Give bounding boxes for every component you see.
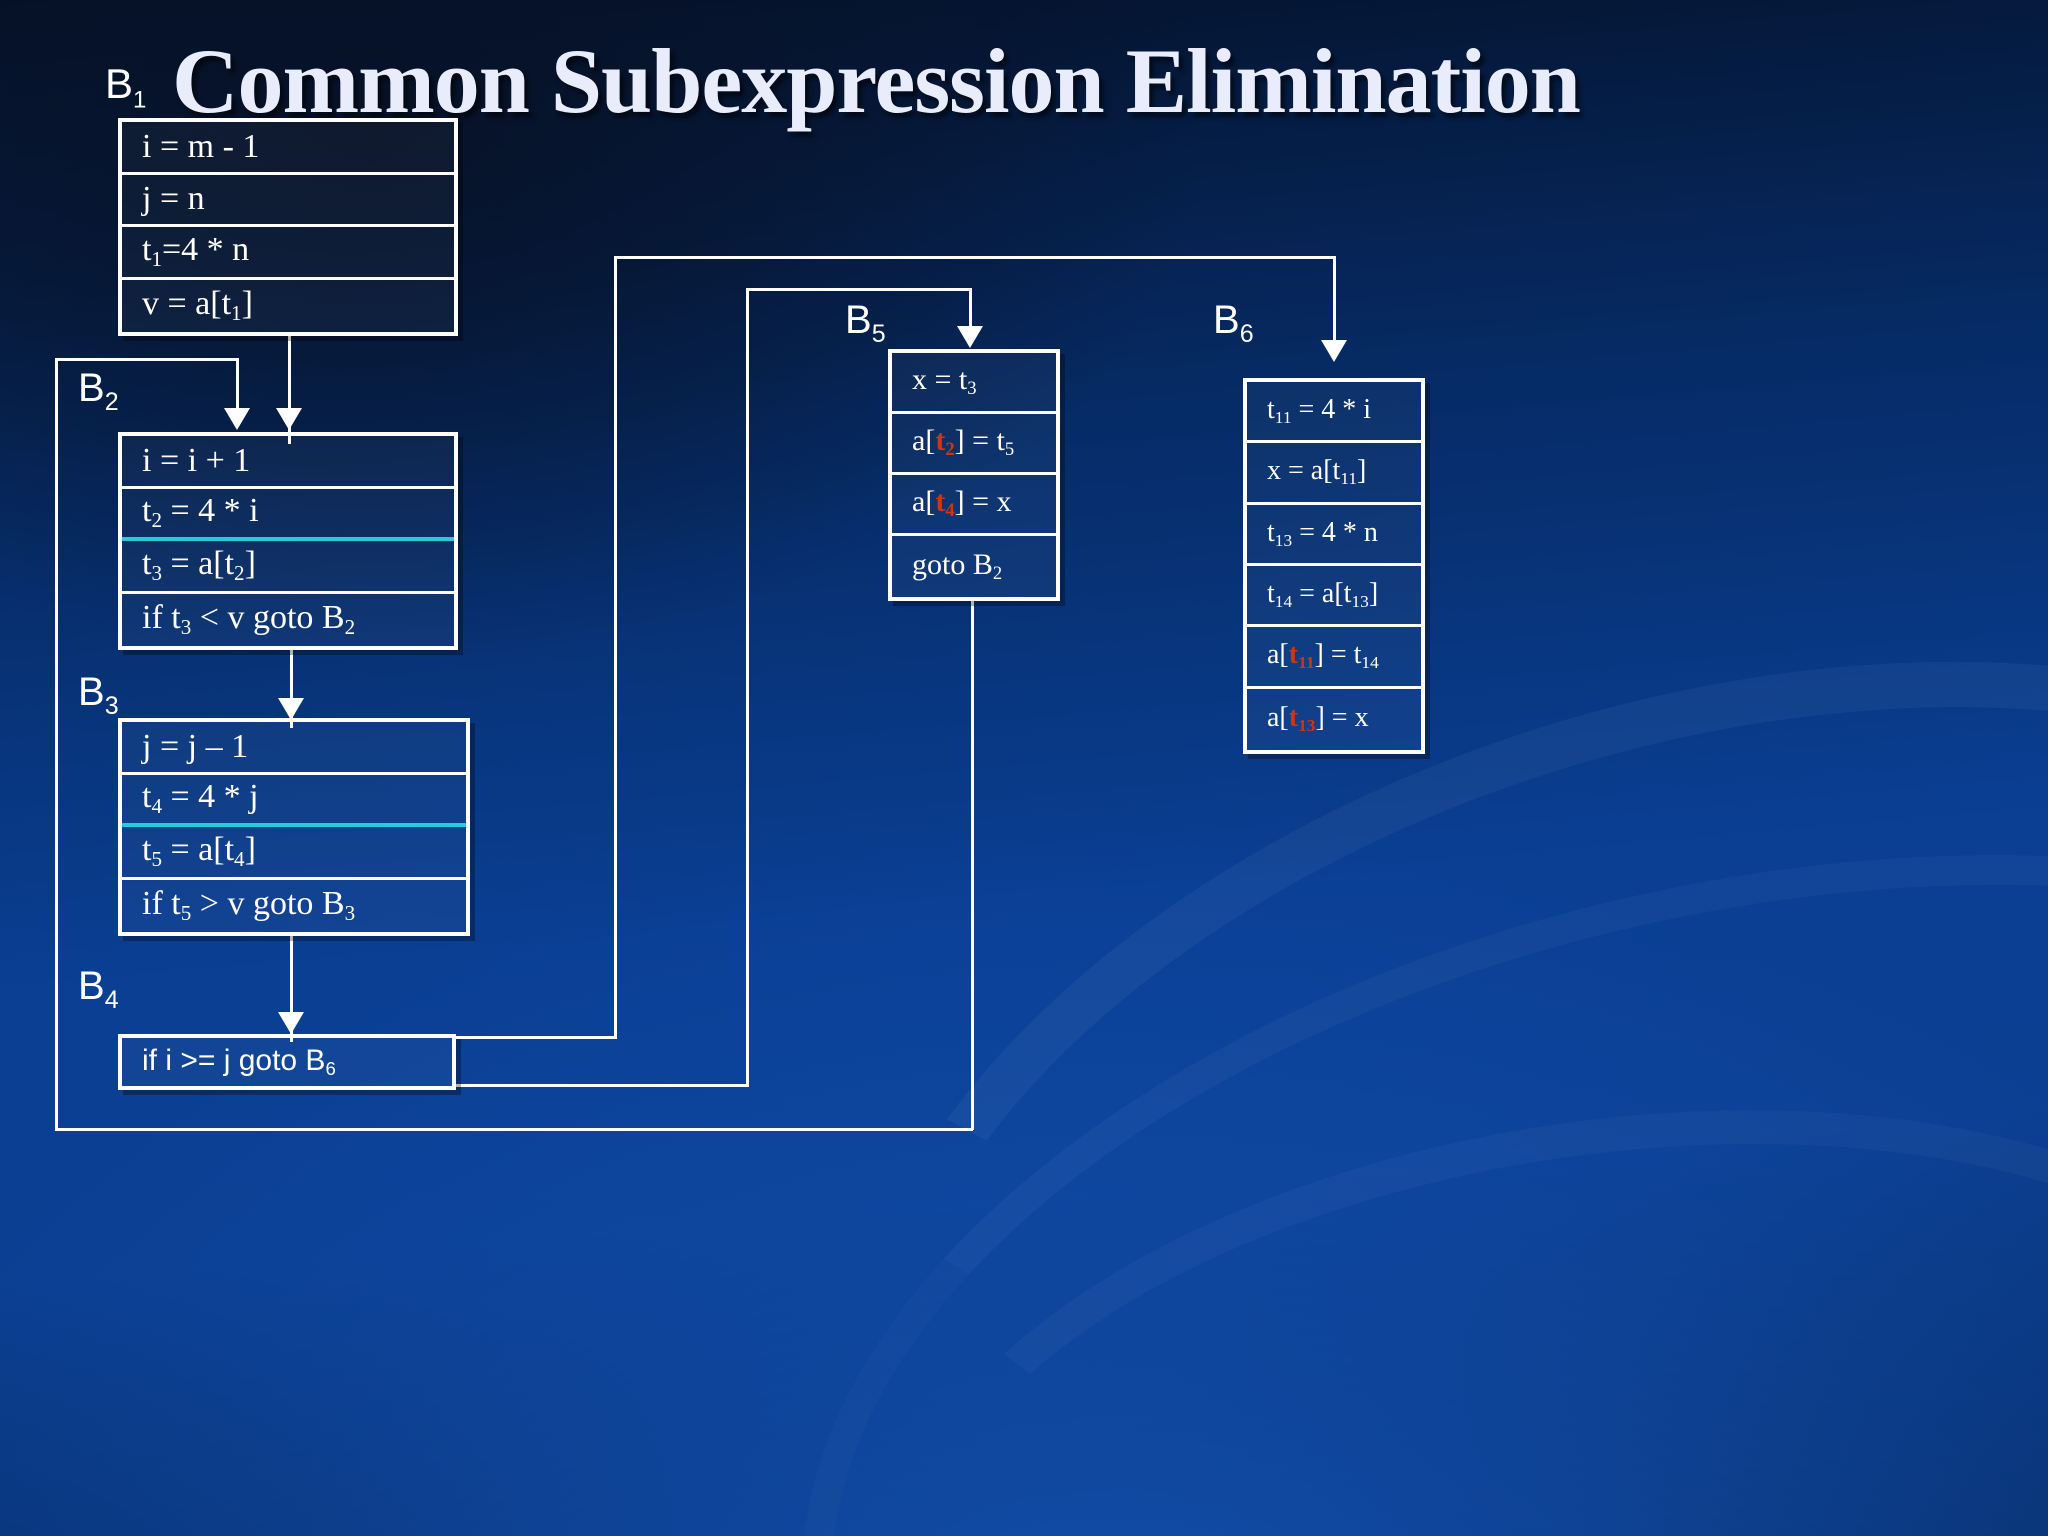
basic-block-b4: if i >= j goto B6 bbox=[118, 1034, 456, 1090]
block-label-b2-letter: B bbox=[78, 366, 105, 410]
statement-text: t13 = 4 * n bbox=[1267, 516, 1378, 550]
basic-block-b1: i = m - 1 j = n t1=4 * n v = a[t1] bbox=[118, 118, 458, 336]
block-label-b2-subscript: 2 bbox=[104, 388, 119, 416]
edge-b5-to-b2-seg-v1 bbox=[971, 600, 974, 1130]
edge-b1-to-b2 bbox=[288, 336, 291, 444]
statement-text: t14 = a[t13] bbox=[1267, 578, 1379, 611]
basic-block-b3: j = j – 1 t4 = 4 * j t5 = a[t4] if t5 > v g… bbox=[118, 718, 470, 936]
basic-block-b5: x = t3 a[t2] = t5 a[t4] = x goto B2 bbox=[888, 349, 1060, 601]
decorative-swoosh-3 bbox=[834, 1022, 2048, 1536]
edge-b4-to-b6-h bbox=[452, 1036, 617, 1039]
statement-text: j = j – 1 bbox=[142, 727, 249, 765]
block-b2-statement-row: t3 = a[t2] bbox=[122, 541, 454, 594]
title-prefix-letter: B bbox=[105, 60, 134, 107]
statement-text: a[t13] = x bbox=[1267, 702, 1369, 736]
block-b5-statement-row: goto B2 bbox=[892, 536, 1056, 597]
edge-b5-to-b2-seg-v2 bbox=[55, 358, 58, 1130]
statement-text: t3 = a[t2] bbox=[142, 545, 256, 586]
block-label-b4-subscript: 4 bbox=[104, 986, 119, 1014]
block-b1-statement-row: j = n bbox=[122, 175, 454, 227]
arrowhead-b4-to-b5 bbox=[957, 326, 983, 348]
statement-text: if t5 > v goto B3 bbox=[142, 885, 356, 926]
statement-text: a[t2] = t5 bbox=[912, 424, 1015, 461]
block-b1-statement-row: v = a[t1] bbox=[122, 280, 454, 333]
block-label-b3-subscript: 3 bbox=[104, 692, 119, 720]
statement-text: if t3 < v goto B2 bbox=[142, 599, 356, 640]
block-b6-statement-row: t14 = a[t13] bbox=[1247, 566, 1421, 628]
edge-b4-to-b6-v bbox=[614, 256, 617, 1038]
arrowhead-b3-to-b4 bbox=[278, 1012, 304, 1034]
title-block-prefix: B1 bbox=[105, 60, 146, 114]
edge-b4-to-b5-h2 bbox=[746, 288, 972, 291]
block-b3-statement-row: if t5 > v goto B3 bbox=[122, 880, 466, 933]
statement-text: x = a[t11] bbox=[1267, 455, 1367, 489]
edge-b4-to-b5-v bbox=[746, 288, 749, 1084]
statement-text: t2 = 4 * i bbox=[142, 492, 259, 533]
block-label-b4: B4 bbox=[78, 966, 119, 1013]
block-b5-statement-row: a[t4] = x bbox=[892, 475, 1056, 536]
slide-title: B1 Common Subexpression Elimination bbox=[0, 14, 2048, 134]
title-prefix-subscript: 1 bbox=[133, 86, 147, 114]
edge-b5-to-b2-seg-h bbox=[55, 1128, 973, 1131]
statement-text: v = a[t1] bbox=[142, 285, 253, 326]
block-b2-statement-row: t2 = 4 * i bbox=[122, 489, 454, 541]
block-label-b6: B6 bbox=[1213, 300, 1254, 347]
basic-block-b6: t11 = 4 * i x = a[t11] t13 = 4 * n t14 = a[… bbox=[1243, 378, 1425, 754]
block-label-b4-letter: B bbox=[78, 964, 105, 1008]
block-label-b5-subscript: 5 bbox=[871, 320, 886, 348]
block-label-b3: B3 bbox=[78, 672, 119, 719]
statement-text: a[t4] = x bbox=[912, 485, 1012, 522]
block-b4-statement-row: if i >= j goto B6 bbox=[122, 1038, 452, 1086]
basic-block-b2: i = i + 1 t2 = 4 * i t3 = a[t2] if t3 < v g… bbox=[118, 432, 458, 650]
block-b6-statement-row: a[t13] = x bbox=[1247, 689, 1421, 750]
block-b6-statement-row: a[t11] = t14 bbox=[1247, 627, 1421, 689]
block-label-b6-subscript: 6 bbox=[1239, 320, 1254, 348]
arrowhead-b2-to-b3 bbox=[278, 698, 304, 720]
block-b6-statement-row: x = a[t11] bbox=[1247, 443, 1421, 505]
page-title: Common Subexpression Elimination bbox=[172, 30, 1581, 132]
edge-b4-to-b5-v2 bbox=[969, 288, 972, 330]
statement-text: t5 = a[t4] bbox=[142, 831, 256, 872]
block-b5-statement-row: x = t3 bbox=[892, 353, 1056, 414]
block-b3-statement-row: t4 = 4 * j bbox=[122, 775, 466, 827]
statement-text: goto B2 bbox=[912, 547, 1003, 584]
block-b5-statement-row: a[t2] = t5 bbox=[892, 414, 1056, 475]
block-label-b5: B5 bbox=[845, 300, 886, 347]
edge-b5-to-b2-seg-v3 bbox=[236, 358, 239, 424]
statement-text: x = t3 bbox=[912, 363, 977, 400]
arrowhead-b5-to-b2 bbox=[224, 408, 250, 430]
block-b6-statement-row: t13 = 4 * n bbox=[1247, 505, 1421, 566]
block-label-b2: B2 bbox=[78, 368, 119, 415]
edge-b4-to-b6-v2 bbox=[1333, 256, 1336, 350]
statement-text: i = i + 1 bbox=[142, 441, 251, 479]
block-label-b3-letter: B bbox=[78, 670, 105, 714]
block-b2-statement-row: i = i + 1 bbox=[122, 436, 454, 489]
block-label-b5-letter: B bbox=[845, 298, 872, 342]
statement-text: t1=4 * n bbox=[142, 231, 250, 272]
edge-b4-to-b6-h2 bbox=[614, 256, 1336, 259]
block-label-b6-letter: B bbox=[1213, 298, 1240, 342]
block-b1-statement-row: t1=4 * n bbox=[122, 227, 454, 280]
edge-b4-to-b5-h bbox=[452, 1084, 749, 1087]
statement-text: i = m - 1 bbox=[142, 127, 260, 165]
arrowhead-b4-to-b6 bbox=[1321, 340, 1347, 362]
block-b3-statement-row: j = j – 1 bbox=[122, 722, 466, 775]
decorative-swoosh-2 bbox=[694, 688, 2048, 1536]
statement-text: j = n bbox=[142, 180, 205, 218]
edge-b3-to-b4 bbox=[290, 936, 293, 1042]
block-b1-statement-row: i = m - 1 bbox=[122, 122, 454, 175]
statement-text: t4 = 4 * j bbox=[142, 778, 259, 819]
edge-b2-to-b3 bbox=[290, 650, 293, 728]
block-b2-statement-row: if t3 < v goto B2 bbox=[122, 594, 454, 647]
block-b3-statement-row: t5 = a[t4] bbox=[122, 827, 466, 880]
block-b6-statement-row: t11 = 4 * i bbox=[1247, 382, 1421, 444]
statement-text: if i >= j goto B6 bbox=[142, 1043, 336, 1079]
edge-b5-to-b2-seg-h2 bbox=[55, 358, 238, 361]
statement-text: a[t11] = t14 bbox=[1267, 639, 1379, 673]
arrowhead-b1-to-b2 bbox=[276, 408, 302, 430]
statement-text: t11 = 4 * i bbox=[1267, 394, 1372, 427]
